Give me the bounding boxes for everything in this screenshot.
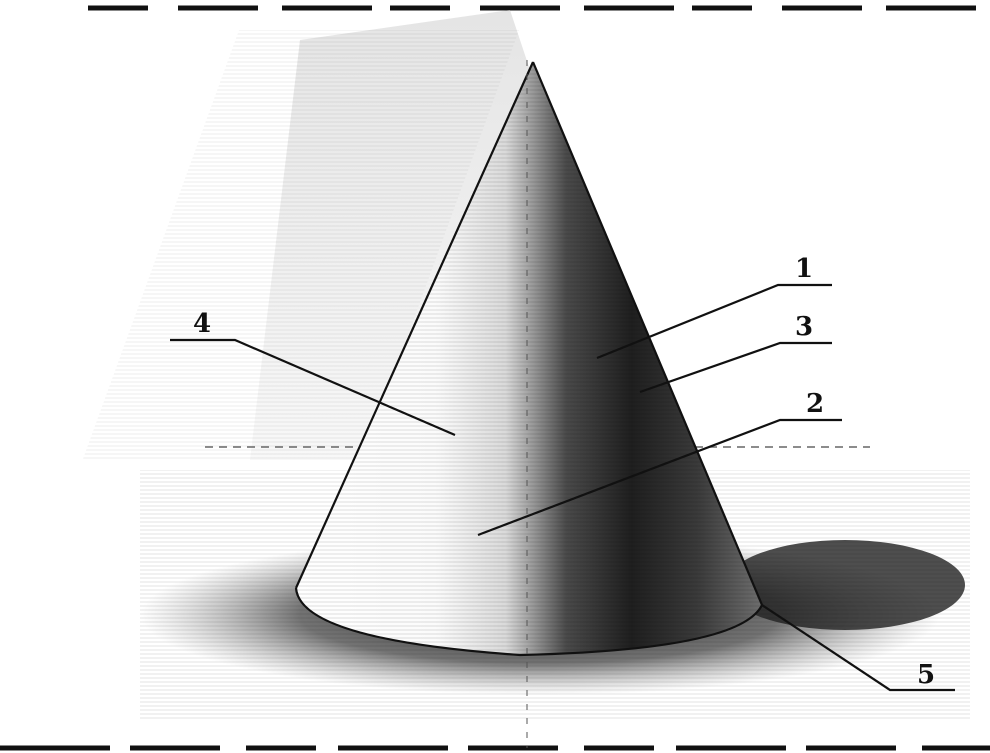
- label-2: 2: [806, 389, 824, 419]
- label-4: 4: [193, 309, 211, 339]
- label-1: 1: [795, 254, 813, 284]
- label-5: 5: [917, 660, 935, 690]
- label-3: 3: [795, 312, 813, 342]
